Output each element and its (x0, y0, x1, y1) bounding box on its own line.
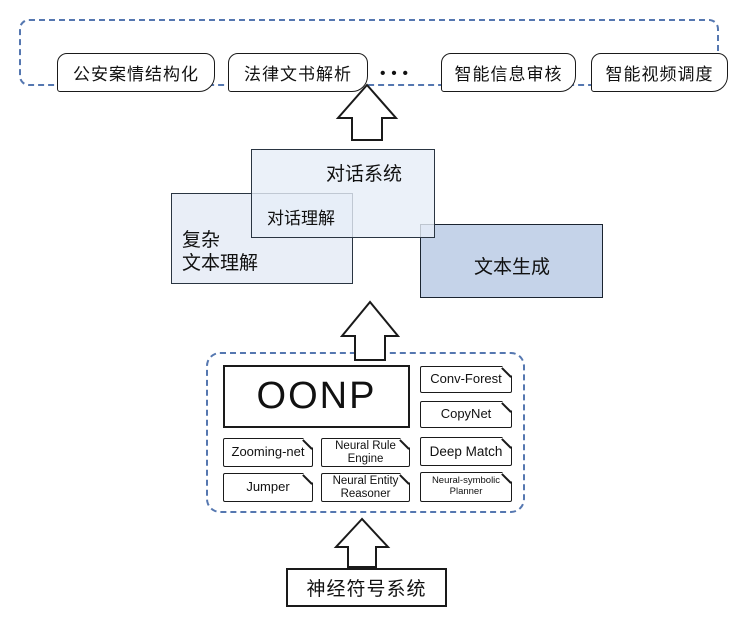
app-label: 智能信息审核 (454, 65, 563, 84)
app-box-police-case-structuring: 公安案情结构化 (57, 53, 215, 92)
app-label: 智能视频调度 (605, 65, 714, 84)
text-generation-box (420, 224, 603, 298)
module-neural-symbolic-planner: Neural-symbolic Planner (420, 471, 513, 502)
app-box-intelligent-info-review: 智能信息审核 (441, 53, 576, 92)
module-zooming-net: Zooming-net (223, 437, 314, 467)
module-label: CopyNet (440, 406, 492, 422)
dialogue-understanding-label: 对话理解 (267, 209, 335, 228)
app-box-intelligent-video-dispatch: 智能视频调度 (591, 53, 728, 92)
module-copynet: CopyNet (420, 400, 513, 428)
foundation-label: 神经符号系统 (306, 579, 427, 600)
module-neural-entity-reasoner: Neural Entity Reasoner (321, 472, 411, 502)
module-label: Deep Match (429, 443, 503, 459)
app-label: 公安案情结构化 (73, 65, 199, 84)
text-generation-label: 文本生成 (473, 257, 550, 278)
arrow-up-to-engine (333, 517, 391, 568)
arrow-up-to-applications (335, 83, 399, 141)
module-label: Conv-Forest (430, 371, 502, 387)
more-apps-ellipsis: ••• (380, 65, 414, 82)
module-neural-rule-engine: Neural Rule Engine (321, 437, 411, 467)
module-conv-forest: Conv-Forest (420, 365, 513, 393)
oonp-box: OONP (223, 365, 410, 428)
module-label: Neural Rule Engine (335, 439, 396, 465)
module-label: Neural Entity Reasoner (332, 474, 399, 500)
module-jumper: Jumper (223, 472, 314, 502)
module-deep-match: Deep Match (420, 436, 513, 466)
module-label: Jumper (246, 479, 290, 495)
module-label: Neural-symbolic Planner (431, 475, 501, 497)
oonp-label: OONP (256, 375, 377, 417)
neural-symbolic-system-box: 神经符号系统 (286, 568, 447, 607)
applications-group: 公安案情结构化 法律文书解析 ••• 智能信息审核 智能视频调度 (19, 19, 728, 92)
app-label: 法律文书解析 (244, 65, 352, 84)
dialogue-system-label: 对话系统 (325, 164, 402, 185)
dialogue-system-box (251, 149, 435, 238)
complex-text-understanding-label: 复杂 文本理解 (182, 230, 259, 274)
app-box-legal-document-parsing: 法律文书解析 (228, 53, 368, 92)
module-label: Zooming-net (231, 444, 305, 460)
